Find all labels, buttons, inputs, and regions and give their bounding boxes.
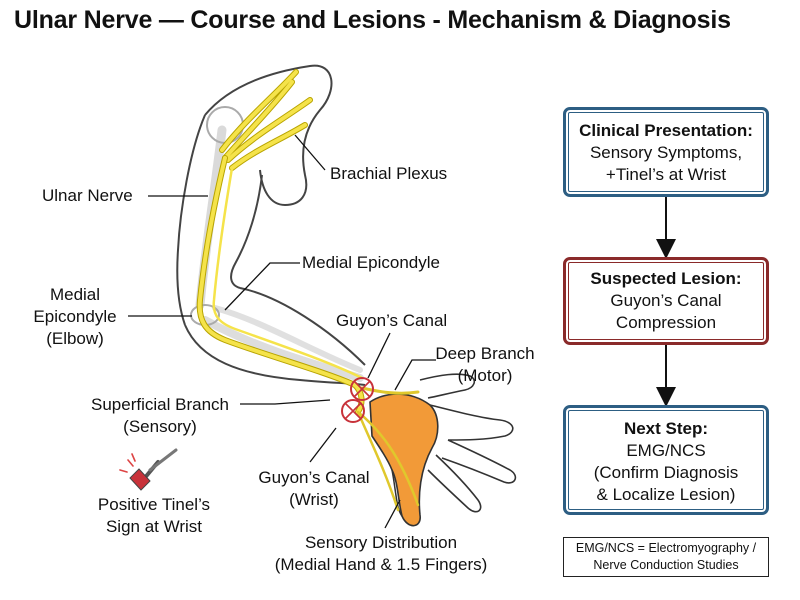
- label-line: (Sensory): [123, 417, 197, 436]
- label-line: (Elbow): [46, 329, 104, 348]
- superficial-branch-nerve: [356, 410, 420, 512]
- label-tinel-sign: Positive Tinel’s Sign at Wrist: [86, 494, 222, 538]
- leader-medial-epicondyle: [224, 262, 300, 311]
- label-medial-epicondyle: Medial Epicondyle: [302, 253, 440, 272]
- flow-box-title: Clinical Presentation:: [579, 121, 753, 140]
- flow-box-line: +Tinel’s at Wrist: [605, 165, 727, 184]
- label-line: Deep Branch: [435, 344, 535, 363]
- sensory-distribution-area: [369, 393, 439, 527]
- flow-box-suspected-lesion: Suspected Lesion: Guyon’s Canal Compress…: [563, 257, 769, 345]
- label-line: (Medial Hand & 1.5 Fingers): [274, 555, 488, 574]
- reflex-hammer-icon: [119, 448, 178, 491]
- label-guyons-canal-top: Guyon’s Canal: [336, 311, 448, 330]
- abbreviation-note: EMG/NCS = Electromyography / Nerve Condu…: [563, 537, 769, 577]
- flow-box-next-step: Next Step: EMG/NCS (Confirm Diagnosis & …: [563, 405, 769, 515]
- flow-box-line: Compression: [615, 313, 717, 332]
- label-line: Superficial Branch: [91, 395, 229, 414]
- flow-box-line: Guyon’s Canal: [610, 291, 722, 310]
- flow-box-line: Sensory Symptoms,: [589, 143, 743, 162]
- leader-sensory-distribution: [384, 499, 401, 529]
- hand-outline: [419, 373, 517, 513]
- note-line: EMG/NCS = Electromyography /: [575, 541, 757, 555]
- label-superficial-branch: Superficial Branch (Sensory): [80, 394, 240, 438]
- lesion-circle-upper: [350, 377, 374, 401]
- page-title: Ulnar Nerve — Course and Lesions - Mecha…: [14, 6, 731, 34]
- label-deep-branch: Deep Branch (Motor): [430, 343, 540, 387]
- leader-guyons-canal-top: [367, 332, 391, 379]
- label-line: Sensory Distribution: [304, 533, 458, 552]
- label-line: (Motor): [457, 366, 513, 385]
- label-guyons-canal-wrist: Guyon’s Canal (Wrist): [254, 467, 374, 511]
- flow-box-title: Next Step:: [623, 419, 709, 438]
- label-medial-epicondyle-elbow: Medial Epicondyle (Elbow): [30, 284, 120, 350]
- label-line: Positive Tinel’s: [97, 495, 211, 514]
- leader-brachial-plexus: [294, 134, 326, 171]
- label-line: Medial: [49, 285, 101, 304]
- flow-box-clinical-presentation: Clinical Presentation: Sensory Symptoms,…: [563, 107, 769, 197]
- label-line: Epicondyle: [33, 307, 117, 326]
- label-line: Sign at Wrist: [105, 517, 203, 536]
- label-line: (Wrist): [289, 490, 339, 509]
- leader-deep-branch: [394, 359, 436, 391]
- lesion-circle-lower: [341, 399, 365, 423]
- flow-box-line: (Confirm Diagnosis: [593, 463, 739, 482]
- flow-box-title: Suspected Lesion:: [590, 269, 742, 288]
- shoulder-outline: [204, 64, 333, 207]
- upper-arm-outline: [176, 114, 206, 326]
- deep-branch-nerve: [360, 386, 420, 395]
- label-brachial-plexus: Brachial Plexus: [330, 164, 448, 183]
- flow-box-line: EMG/NCS: [626, 441, 706, 460]
- label-sensory-distribution: Sensory Distribution (Medial Hand & 1.5 …: [266, 532, 496, 576]
- label-ulnar-nerve: Ulnar Nerve: [42, 186, 133, 205]
- label-line: Guyon’s Canal: [258, 468, 370, 487]
- leader-superficial-branch: [240, 399, 331, 405]
- leader-guyons-canal-wrist: [309, 427, 337, 463]
- note-line: Nerve Conduction Studies: [593, 558, 739, 572]
- flow-box-line: & Localize Lesion): [596, 485, 736, 504]
